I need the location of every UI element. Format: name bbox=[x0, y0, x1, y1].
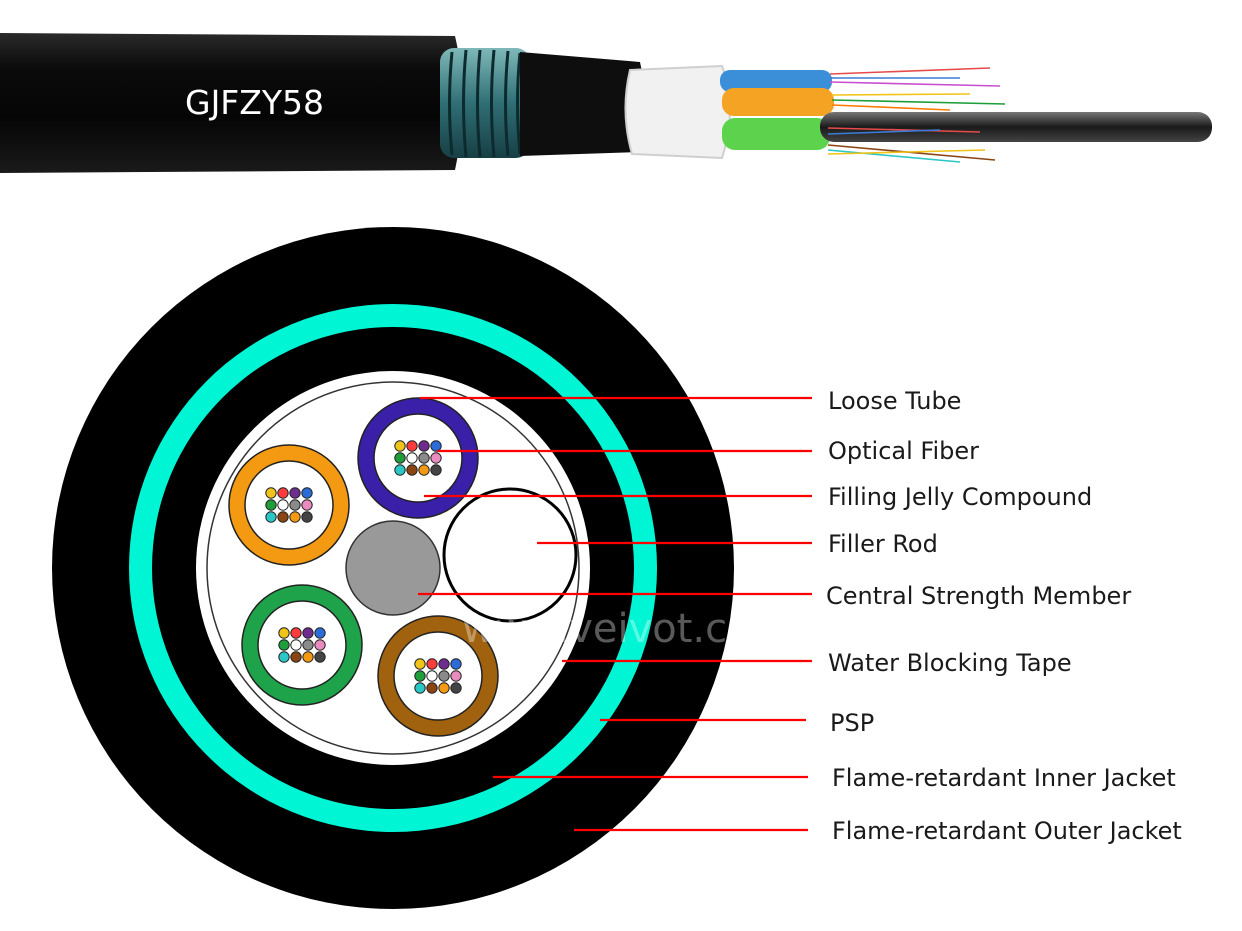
optical-fiber bbox=[426, 670, 438, 682]
cable-photo: GJFZY58 bbox=[0, 33, 1212, 173]
optical-fiber bbox=[430, 452, 442, 464]
optical-fiber bbox=[450, 658, 462, 670]
label-inner-jacket: Flame-retardant Inner Jacket bbox=[832, 764, 1176, 792]
optical-fiber bbox=[302, 627, 314, 639]
label-water-blocking-tape: Water Blocking Tape bbox=[828, 649, 1072, 677]
optical-fiber bbox=[290, 627, 302, 639]
optical-fiber bbox=[290, 639, 302, 651]
green-tube bbox=[241, 584, 363, 706]
optical-fiber bbox=[302, 651, 314, 663]
cross-section: www.veivot.com bbox=[52, 227, 791, 909]
optical-fiber bbox=[430, 440, 442, 452]
label-filler-rod: Filler Rod bbox=[828, 530, 938, 558]
optical-fiber bbox=[418, 464, 430, 476]
optical-fiber bbox=[426, 658, 438, 670]
optical-fiber bbox=[450, 670, 462, 682]
filling-jelly bbox=[393, 631, 483, 721]
central-strength-member bbox=[345, 520, 441, 616]
optical-fiber bbox=[265, 511, 277, 523]
label-filling-jelly: Filling Jelly Compound bbox=[828, 483, 1092, 511]
optical-fiber bbox=[314, 651, 326, 663]
label-outer-jacket: Flame-retardant Outer Jacket bbox=[832, 817, 1182, 845]
optical-fiber bbox=[301, 511, 313, 523]
optical-fiber bbox=[406, 440, 418, 452]
fiber-strands bbox=[827, 67, 1006, 163]
optical-fiber bbox=[289, 487, 301, 499]
optical-fiber bbox=[302, 639, 314, 651]
green-loose-tube bbox=[722, 118, 830, 150]
labels: Loose Tube Optical Fiber Filling Jelly C… bbox=[826, 387, 1182, 845]
optical-fiber bbox=[289, 499, 301, 511]
optical-fiber bbox=[438, 670, 450, 682]
blue-loose-tube bbox=[720, 70, 832, 92]
optical-fiber bbox=[418, 440, 430, 452]
brown-tube bbox=[377, 615, 499, 737]
optical-fiber bbox=[289, 511, 301, 523]
optical-fiber bbox=[278, 627, 290, 639]
inner-jacket-body bbox=[520, 52, 645, 156]
filling-jelly bbox=[244, 460, 334, 550]
optical-fiber bbox=[290, 651, 302, 663]
optical-fiber bbox=[438, 682, 450, 694]
optical-fiber bbox=[418, 452, 430, 464]
optical-fiber bbox=[414, 682, 426, 694]
optical-fiber bbox=[406, 452, 418, 464]
optical-fiber bbox=[277, 511, 289, 523]
filler-rod bbox=[442, 487, 578, 623]
optical-fiber bbox=[301, 499, 313, 511]
tape-section bbox=[624, 64, 731, 160]
optical-fiber bbox=[278, 639, 290, 651]
optical-fiber bbox=[277, 499, 289, 511]
optical-fiber bbox=[426, 682, 438, 694]
optical-fiber bbox=[438, 658, 450, 670]
optical-fiber bbox=[406, 464, 418, 476]
outer-jacket-body bbox=[0, 33, 463, 173]
orange-loose-tube bbox=[722, 88, 834, 116]
optical-fiber bbox=[301, 487, 313, 499]
central-rod bbox=[820, 112, 1212, 142]
optical-fiber bbox=[414, 658, 426, 670]
leader-lines bbox=[418, 396, 812, 832]
optical-fiber bbox=[314, 627, 326, 639]
optical-fiber bbox=[394, 452, 406, 464]
optical-fiber bbox=[277, 487, 289, 499]
armour-section bbox=[440, 48, 530, 158]
watermark: www.veivot.com bbox=[462, 606, 791, 652]
product-name: GJFZY58 bbox=[185, 83, 324, 122]
optical-fiber bbox=[314, 639, 326, 651]
blue-tube bbox=[357, 397, 479, 519]
orange-tube bbox=[228, 444, 350, 566]
optical-fiber bbox=[265, 487, 277, 499]
optical-fiber bbox=[394, 440, 406, 452]
optical-fiber bbox=[394, 464, 406, 476]
optical-fiber bbox=[278, 651, 290, 663]
optical-fiber bbox=[265, 499, 277, 511]
filling-jelly bbox=[257, 600, 347, 690]
label-central-strength-member: Central Strength Member bbox=[826, 582, 1131, 610]
label-loose-tube: Loose Tube bbox=[828, 387, 961, 415]
filling-jelly bbox=[373, 413, 463, 503]
label-optical-fiber: Optical Fiber bbox=[828, 437, 979, 465]
label-psp: PSP bbox=[830, 709, 874, 737]
optical-fiber bbox=[430, 464, 442, 476]
optical-fiber bbox=[414, 670, 426, 682]
optical-fiber bbox=[450, 682, 462, 694]
